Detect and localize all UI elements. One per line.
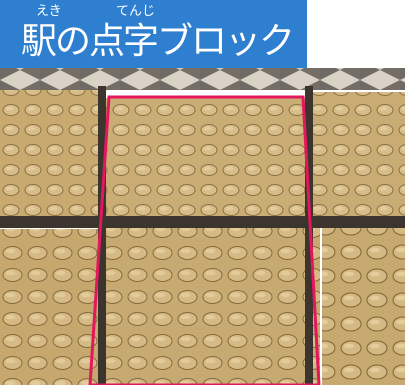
floor-pattern (0, 68, 405, 90)
title-ruby-tenji: てんじ (116, 4, 156, 19)
tile-right-bottom (322, 228, 405, 385)
tile-left-bottom (0, 229, 98, 385)
tile-center-top (106, 98, 305, 220)
tile-right-top (309, 92, 405, 220)
title-ruby-eki: えき (36, 4, 62, 19)
tile-left-top (0, 90, 102, 220)
highlight-frame (88, 95, 321, 385)
page-title: 駅の点字ブロック (21, 21, 295, 62)
title-banner: えき てんじ 駅の点字ブロック (0, 0, 307, 68)
tile-center-bottom (100, 226, 320, 385)
